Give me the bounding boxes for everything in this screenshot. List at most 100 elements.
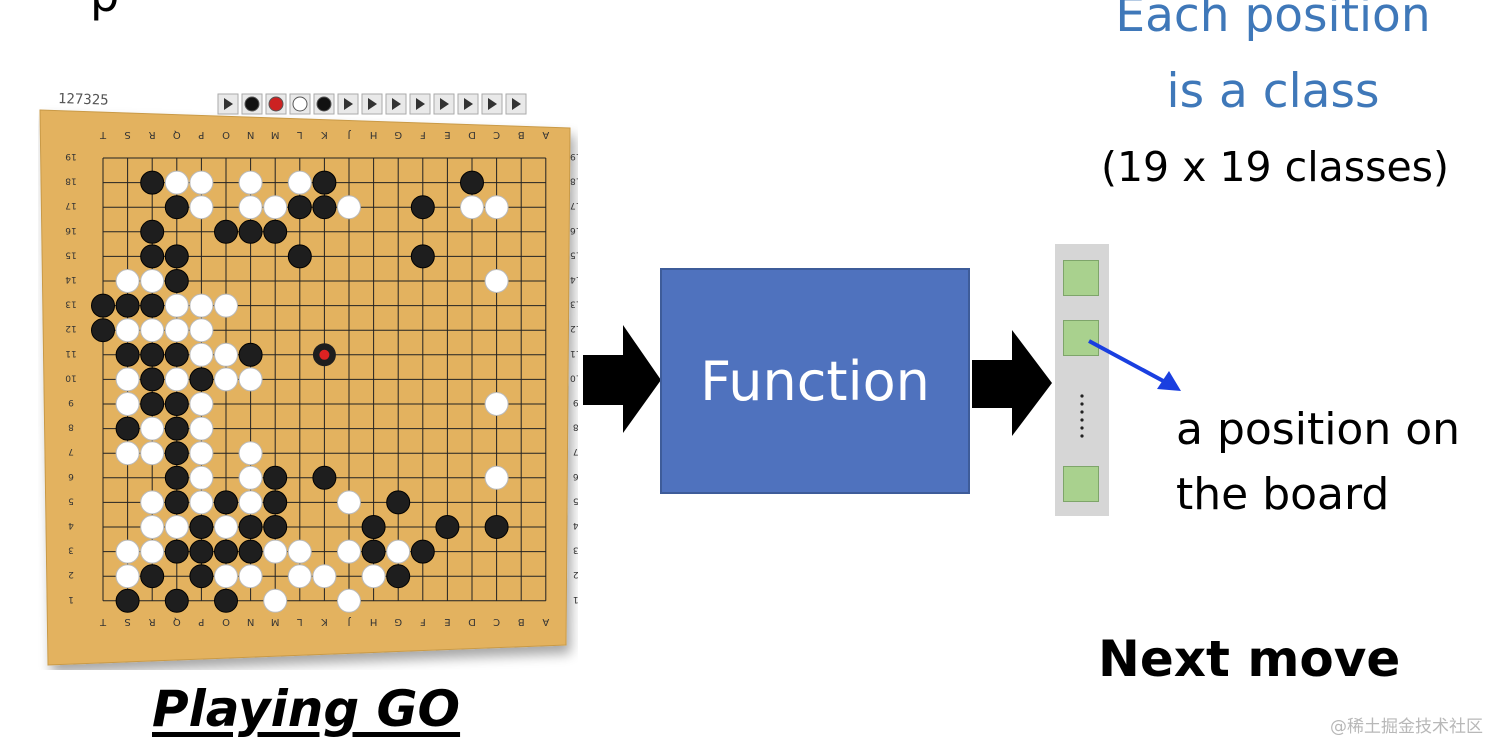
white-stone — [189, 195, 214, 220]
white-stone — [238, 465, 263, 490]
black-stone — [164, 539, 189, 564]
white-stone — [238, 564, 263, 589]
column-label: M — [271, 616, 280, 627]
white-stone — [115, 539, 140, 564]
column-label: A — [542, 616, 549, 627]
function-box: Function — [660, 268, 970, 494]
black-stone — [410, 195, 435, 220]
row-label: 16 — [65, 225, 77, 235]
column-label: F — [420, 129, 426, 140]
column-label: N — [247, 616, 254, 627]
column-label: S — [124, 616, 130, 627]
white-stone — [214, 342, 238, 367]
class-vector — [1055, 244, 1109, 516]
white-stone — [238, 170, 263, 195]
row-label: 1 — [68, 594, 74, 604]
white-stone — [164, 170, 189, 195]
black-stone — [115, 416, 140, 441]
red-stone-icon — [268, 96, 284, 112]
white-stone — [189, 342, 214, 367]
white-stone — [189, 318, 214, 343]
black-stone — [312, 170, 337, 195]
white-stone — [484, 269, 509, 293]
fast-forward-icon — [488, 98, 497, 110]
class-cell-last — [1063, 466, 1099, 502]
function-label: Function — [700, 349, 930, 413]
row-label: 2 — [573, 569, 578, 579]
row-label: 10 — [570, 372, 578, 382]
white-stone — [287, 170, 312, 195]
black-stone — [410, 244, 435, 269]
white-stone — [115, 269, 140, 293]
last-move-marker — [319, 349, 330, 360]
column-label: K — [321, 129, 328, 140]
white-stone — [115, 564, 140, 589]
row-label: 3 — [68, 545, 74, 555]
black-stone — [164, 195, 189, 220]
white-stone — [460, 195, 484, 220]
black-stone — [435, 515, 460, 539]
black-stone — [140, 367, 165, 392]
black-stone — [361, 515, 386, 539]
row-label: 16 — [570, 225, 578, 235]
column-label: B — [518, 616, 525, 627]
white-stone — [189, 170, 214, 195]
black-stone — [164, 269, 189, 293]
column-label: J — [348, 616, 352, 627]
white-stone — [140, 318, 165, 343]
white-stone — [337, 195, 361, 220]
white-stone — [189, 392, 214, 416]
column-label: Q — [173, 616, 181, 627]
row-label: 11 — [570, 348, 578, 358]
black-stone — [91, 293, 115, 318]
white-stone-icon — [292, 96, 308, 112]
class-cell-first — [1063, 260, 1099, 296]
position-label-line-1: a position on — [1176, 404, 1461, 455]
go-board: 127325 TTSSRRQQPPOONNMMLLKKJJHHGGFFEEDDC… — [39, 91, 582, 666]
column-label: K — [321, 616, 328, 627]
row-label: 17 — [65, 200, 76, 210]
black-stone — [164, 392, 189, 416]
playing-go-caption: Playing GO — [152, 680, 461, 738]
rewind-icon — [416, 98, 425, 110]
row-label: 4 — [573, 520, 578, 530]
column-label: P — [198, 616, 204, 627]
board-counter: 127325 — [58, 91, 109, 109]
black-stone — [189, 539, 214, 564]
black-stone — [140, 244, 165, 269]
column-label: H — [370, 616, 378, 627]
black-stone — [263, 490, 288, 515]
subtitle: (19 x 19 classes) — [1100, 143, 1450, 191]
white-stone — [140, 441, 165, 466]
black-stone — [214, 539, 238, 564]
watermark: @稀土掘金技术社区 — [1330, 717, 1483, 737]
white-stone — [361, 564, 386, 589]
position-label: a position on the board — [1176, 397, 1460, 527]
undo-icon — [224, 98, 233, 110]
row-label: 15 — [570, 249, 578, 259]
row-label: 19 — [570, 151, 578, 161]
black-stone — [140, 219, 165, 244]
row-label: 9 — [573, 397, 578, 407]
row-label: 17 — [570, 200, 578, 210]
column-label: R — [149, 616, 156, 627]
row-label: 14 — [570, 274, 578, 284]
column-label: M — [271, 129, 280, 140]
white-stone — [140, 515, 165, 539]
white-stone — [287, 564, 312, 589]
column-label: P — [198, 129, 204, 140]
white-stone — [337, 539, 361, 564]
input-arrow-icon — [583, 325, 661, 433]
white-stone — [337, 588, 361, 613]
white-stone — [189, 293, 214, 318]
row-label: 5 — [573, 495, 578, 505]
white-stone — [484, 465, 509, 490]
column-label: O — [222, 129, 230, 140]
white-stone — [189, 441, 214, 466]
white-stone — [214, 564, 238, 589]
black-stone — [189, 564, 214, 589]
white-stone — [214, 515, 238, 539]
black-stone — [115, 342, 140, 367]
row-label: 7 — [68, 446, 74, 456]
tree-icon — [344, 98, 353, 110]
